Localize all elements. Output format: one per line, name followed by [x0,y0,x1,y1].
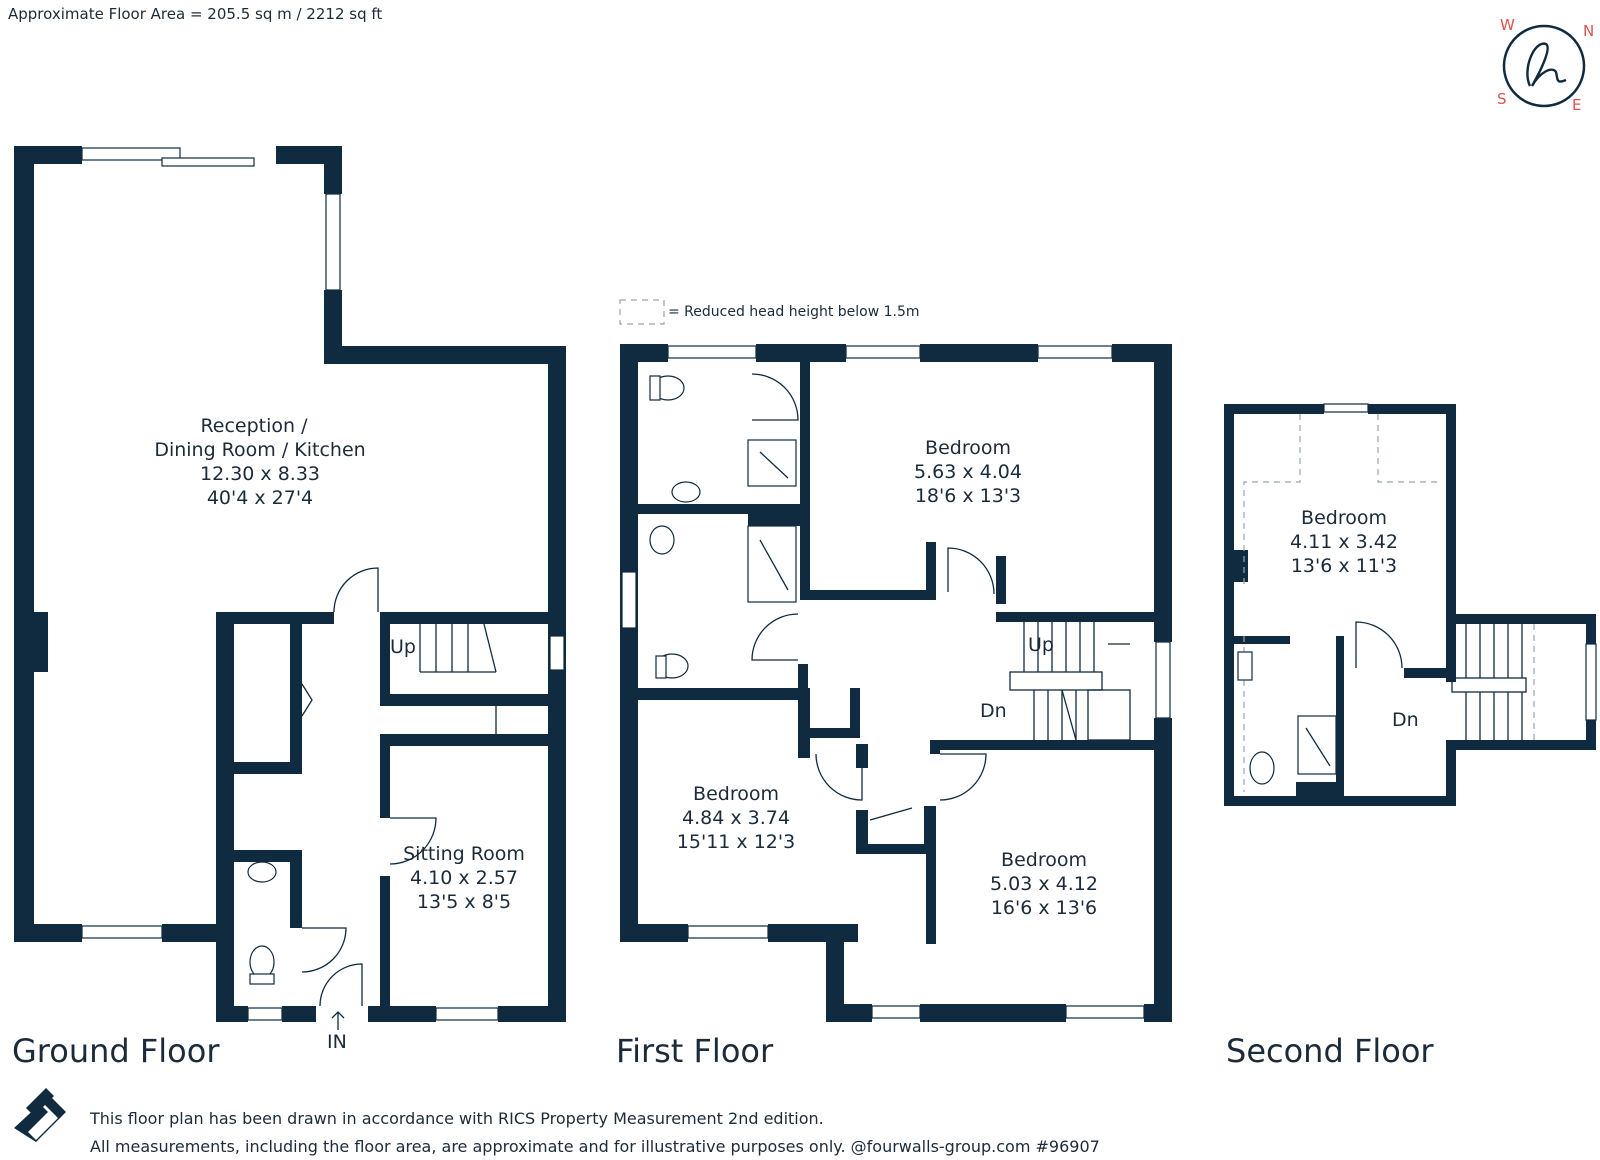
floor-area-text: Approximate Floor Area = 205.5 sq m / 22… [8,5,382,23]
first-bedroom-b-metric: 4.84 x 3.74 [682,807,790,829]
compass-s: S [1497,90,1507,108]
ground-floor-plan: Reception / Dining Room / Kitchen 12.30 … [12,146,566,1070]
footer-line-1: This floor plan has been drawn in accord… [89,1109,824,1128]
compass-w: W [1500,16,1515,34]
first-bedroom-b-label: Bedroom [693,783,779,805]
ground-stairs-up-label: Up [390,636,416,658]
compass-e: E [1572,96,1581,114]
second-bedroom-metric: 4.11 x 3.42 [1290,531,1398,553]
second-floor-plan: Bedroom 4.11 x 3.42 13'6 x 11'3 Dn Secon… [1224,403,1597,1070]
second-bedroom-imperial: 13'6 x 11'3 [1291,555,1397,577]
ground-floor-title: Ground Floor [12,1032,220,1070]
first-floor-plan: = Reduced head height below 1.5m [616,299,1172,1070]
legend-text: = Reduced head height below 1.5m [668,304,920,320]
first-stairs-up-label: Up [1028,634,1054,656]
sitting-room-imperial: 13'5 x 8'5 [417,891,511,913]
sitting-room-metric: 4.10 x 2.57 [410,867,518,889]
first-bedroom-c-label: Bedroom [1001,849,1087,871]
first-bedroom-b-imperial: 15'11 x 12'3 [677,831,795,853]
reception-metric: 12.30 x 8.33 [200,463,320,485]
reception-imperial: 40'4 x 27'4 [207,487,313,509]
reception-label-1: Reception / [200,415,308,437]
first-bedroom-a-imperial: 18'6 x 13'3 [915,485,1021,507]
first-bedroom-a-metric: 5.63 x 4.04 [914,461,1022,483]
compass-logo-icon: W N S E [1497,16,1594,114]
sitting-room-label: Sitting Room [403,843,525,865]
reception-label-2: Dining Room / Kitchen [154,439,365,461]
compass-n: N [1583,22,1594,40]
first-bedroom-a-label: Bedroom [925,437,1011,459]
first-bedroom-c-metric: 5.03 x 4.12 [990,873,1098,895]
second-stairs-down-label: Dn [1392,709,1419,731]
entrance-label: IN [327,1031,347,1053]
second-bedroom-label: Bedroom [1301,507,1387,529]
second-floor-title: Second Floor [1226,1032,1434,1070]
first-bedroom-c-imperial: 16'6 x 13'6 [991,897,1097,919]
footer-line-2: All measurements, including the floor ar… [90,1137,1100,1156]
first-stairs-down-label: Dn [980,700,1007,722]
first-floor-title: First Floor [616,1032,774,1070]
fourwalls-logo-icon [14,1088,66,1142]
